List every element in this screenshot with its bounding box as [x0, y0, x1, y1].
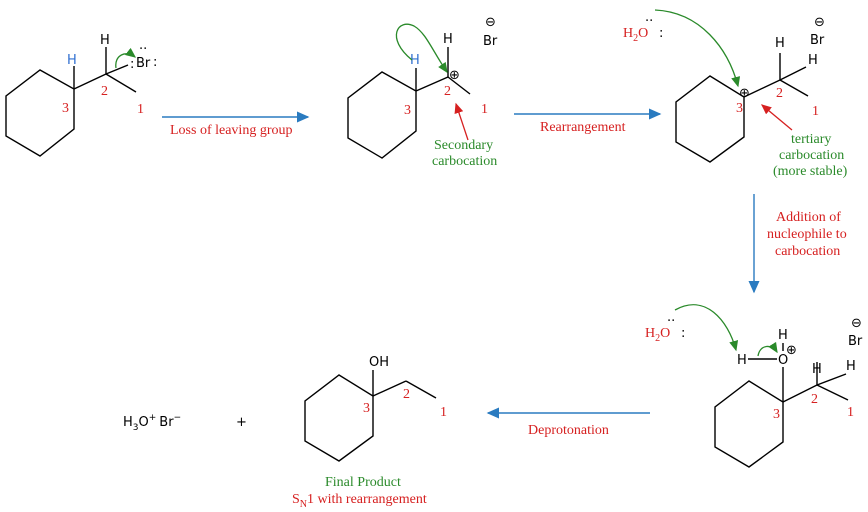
step-label-loss: Loss of leaving group	[170, 123, 292, 138]
step-label-rearrangement: Rearrangement	[540, 120, 626, 135]
step-label-addition-line2: nucleophile to	[767, 227, 847, 242]
bromide-ion: Br	[483, 34, 498, 49]
pointer-arrow	[761, 104, 793, 131]
hydrogen-label: H	[100, 33, 110, 48]
hydrogen-label: H	[775, 36, 785, 51]
cyclohexane-ring	[5, 69, 75, 157]
tertiary-label-line1: tertiary	[791, 132, 831, 147]
carbon-number-3: 3	[62, 101, 69, 116]
carbon-number-2: 2	[403, 387, 410, 402]
cation-charge: ⊕	[449, 68, 460, 83]
water-nucleophile: H2O	[623, 26, 648, 44]
cyclohexane-ring	[347, 71, 417, 159]
electron-arrow	[757, 341, 778, 357]
pointer-arrow	[454, 102, 469, 141]
hydrogen-label: H	[812, 362, 822, 377]
structure-starting-material: H H Br ·· : : 3 2 1	[5, 33, 157, 157]
step-label-addition-line3: carbocation	[775, 244, 840, 259]
hydrogen-label: H	[846, 359, 856, 374]
cyclohexane-ring	[714, 380, 784, 468]
electron-arrow	[115, 47, 137, 69]
byproducts: H3O+Br− +	[123, 413, 247, 433]
deprotonation-arrow	[674, 304, 739, 352]
anion-charge: ⊖	[485, 15, 496, 30]
cation-charge: ⊕	[786, 343, 797, 358]
lone-pair: ··	[667, 314, 675, 329]
oxygen-label: O	[778, 353, 788, 368]
tertiary-label-line2: carbocation	[779, 148, 844, 163]
lone-pair: :	[130, 57, 134, 72]
structure-secondary-carbocation: H H ⊕ Br ⊖ 3 2 1 Secondary carbocation	[347, 15, 498, 169]
structure-tertiary-carbocation: H2O ·· : ⊕ H H Br ⊖ 3 2 1 tertiary carbo…	[623, 9, 848, 179]
carbon-number-1: 1	[440, 405, 447, 420]
carbon-number-1: 1	[137, 102, 144, 117]
anion-charge: ⊖	[814, 15, 825, 30]
lone-pair: :	[153, 55, 157, 70]
tertiary-label-line3: (more stable)	[773, 164, 848, 179]
bromide-ion: Br	[810, 33, 825, 48]
cation-charge: ⊕	[739, 86, 750, 101]
hydrogen-label: H	[410, 53, 420, 68]
structure-oxonium-ion: H2O ·· : H O ⊕ H H H Br ⊖ 3 2 1	[645, 304, 863, 468]
carbon-number-3: 3	[404, 103, 411, 118]
bromide-ion: Br	[848, 334, 863, 349]
hydrogen-label: H	[443, 32, 453, 47]
water-base: H2O	[645, 326, 670, 344]
lone-pair: ··	[139, 42, 147, 57]
carbon-number-1: 1	[481, 102, 488, 117]
carbon-number-3: 3	[363, 401, 370, 416]
hydronium-bromide: H3O+Br−	[123, 413, 181, 433]
carbon-number-2: 2	[776, 86, 783, 101]
lone-pair: ··	[645, 14, 653, 29]
final-product-title: Final Product	[325, 475, 401, 490]
cyclohexane-ring	[675, 75, 745, 163]
carbon-number-3: 3	[736, 101, 743, 116]
structure-final-product: OH 3 2 1 Final Product SN1 with rearrang…	[292, 355, 447, 510]
hydrogen-label: H	[778, 328, 788, 343]
carbon-number-2: 2	[444, 84, 451, 99]
hydrogen-label: H	[67, 53, 77, 68]
carbon-number-3: 3	[773, 407, 780, 422]
anion-charge: ⊖	[851, 316, 862, 331]
hydrogen-label: H	[737, 353, 747, 368]
secondary-label-line1: Secondary	[434, 138, 493, 153]
step-label-deprotonation: Deprotonation	[528, 423, 609, 438]
bromine-label: Br	[136, 56, 151, 71]
cyclohexane-ring	[304, 374, 374, 462]
hydrogen-label: H	[808, 53, 818, 68]
carbon-number-1: 1	[812, 104, 819, 119]
carbon-number-2: 2	[101, 84, 108, 99]
plus-sign: +	[236, 415, 247, 430]
hydride-shift-arrow	[395, 23, 448, 74]
lone-pair: :	[659, 26, 663, 41]
lone-pair: :	[681, 326, 685, 341]
carbon-number-2: 2	[811, 392, 818, 407]
nucleophile-arrow	[654, 9, 741, 88]
step-label-addition-line1: Addition of	[776, 210, 841, 225]
secondary-label-line2: carbocation	[432, 154, 497, 169]
carbon-number-1: 1	[847, 405, 854, 420]
final-product-subtitle: SN1 with rearrangement	[292, 492, 427, 510]
hydroxyl-label: OH	[369, 355, 389, 370]
